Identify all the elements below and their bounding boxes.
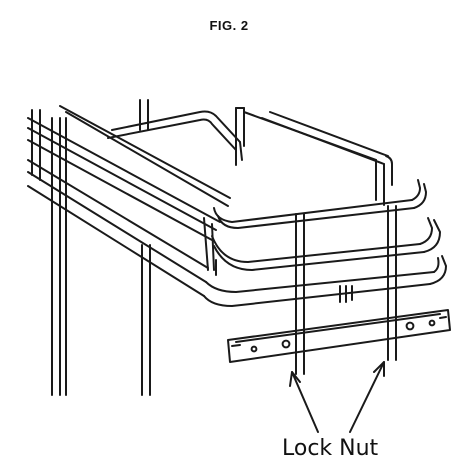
- mounting-bracket: [227, 309, 451, 363]
- lock-nut-label: Lock Nut: [282, 436, 379, 461]
- right-rails: [235, 107, 393, 206]
- figure-title: FIG. 2: [209, 18, 249, 33]
- middle-rails: [203, 217, 441, 271]
- tray-outline: [107, 110, 427, 229]
- support-rods: [215, 205, 397, 375]
- base-frame: [27, 159, 447, 307]
- lock-nut-arrows: [289, 361, 385, 433]
- left-posts: [31, 99, 151, 396]
- upper-rails: [27, 105, 231, 241]
